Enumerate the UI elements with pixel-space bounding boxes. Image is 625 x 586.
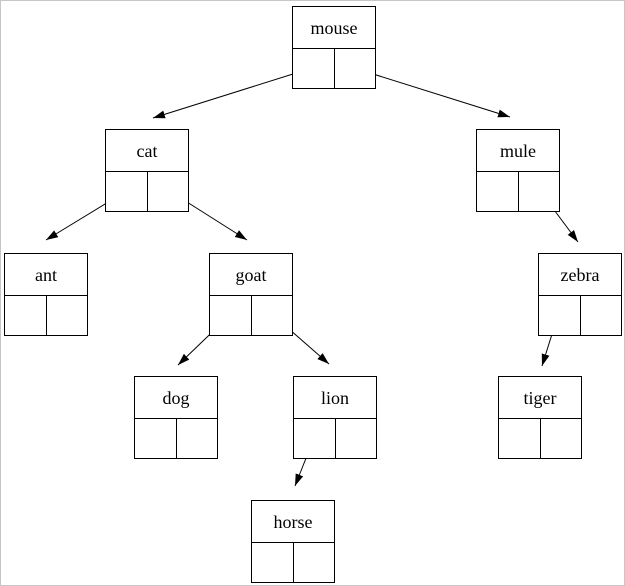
- tree-node-zebra: zebra: [538, 253, 622, 336]
- node-label: dog: [135, 377, 217, 419]
- node-label: tiger: [499, 377, 581, 419]
- node-right-pointer-cell: [252, 296, 293, 335]
- node-right-pointer-cell: [336, 419, 377, 458]
- node-left-pointer-cell: [539, 296, 581, 335]
- edge-mouse-mule: [353, 67, 511, 118]
- tree-node-horse: horse: [251, 500, 335, 583]
- edge-mouse-cat: [152, 67, 313, 119]
- node-label: mule: [477, 130, 559, 172]
- node-left-pointer-cell: [252, 543, 294, 582]
- node-right-pointer-cell: [148, 172, 189, 211]
- tree-node-goat: goat: [209, 253, 293, 336]
- node-right-pointer-cell: [177, 419, 218, 458]
- node-label: horse: [252, 501, 334, 543]
- node-right-pointer-cell: [335, 49, 376, 88]
- node-label: lion: [294, 377, 376, 419]
- node-left-pointer-cell: [106, 172, 148, 211]
- node-label: goat: [210, 254, 292, 296]
- node-right-pointer-cell: [581, 296, 622, 335]
- node-left-pointer-cell: [210, 296, 252, 335]
- tree-node-dog: dog: [134, 376, 218, 459]
- node-right-pointer-cell: [541, 419, 582, 458]
- node-left-pointer-cell: [135, 419, 177, 458]
- node-pointer-row: [5, 296, 87, 335]
- node-right-pointer-cell: [47, 296, 88, 335]
- tree-node-mule: mule: [476, 129, 560, 212]
- node-pointer-row: [106, 172, 188, 211]
- node-pointer-row: [252, 543, 334, 582]
- node-right-pointer-cell: [294, 543, 335, 582]
- node-left-pointer-cell: [293, 49, 335, 88]
- node-label: zebra: [539, 254, 621, 296]
- tree-node-ant: ant: [4, 253, 88, 336]
- node-label: cat: [106, 130, 188, 172]
- node-label: ant: [5, 254, 87, 296]
- tree-node-tiger: tiger: [498, 376, 582, 459]
- node-left-pointer-cell: [5, 296, 47, 335]
- node-pointer-row: [499, 419, 581, 458]
- node-right-pointer-cell: [519, 172, 560, 211]
- node-pointer-row: [293, 49, 375, 88]
- node-label: mouse: [293, 7, 375, 49]
- node-pointer-row: [539, 296, 621, 335]
- node-left-pointer-cell: [294, 419, 336, 458]
- tree-node-lion: lion: [293, 376, 377, 459]
- tree-node-cat: cat: [105, 129, 189, 212]
- node-left-pointer-cell: [477, 172, 519, 211]
- node-pointer-row: [294, 419, 376, 458]
- node-pointer-row: [135, 419, 217, 458]
- node-left-pointer-cell: [499, 419, 541, 458]
- node-pointer-row: [477, 172, 559, 211]
- tree-node-mouse: mouse: [292, 6, 376, 89]
- node-pointer-row: [210, 296, 292, 335]
